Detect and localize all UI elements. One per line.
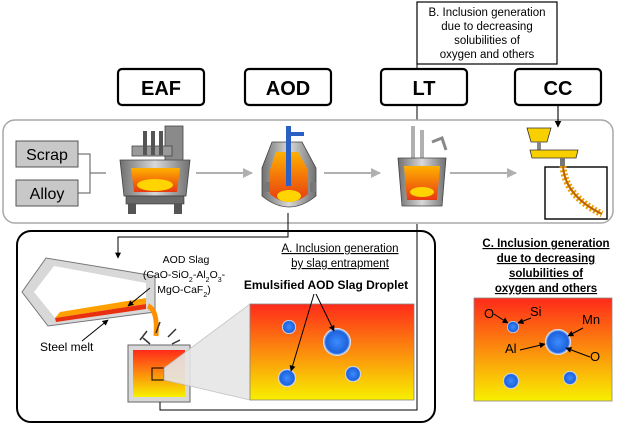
- callout-c-line-4: oxygen and others: [495, 283, 597, 295]
- inclusion-medium: [503, 373, 519, 389]
- callout-b: B. Inclusion generation due to decreasin…: [416, 1, 558, 65]
- droplet-medium: [278, 369, 296, 387]
- callout-b-line-1: B. Inclusion generation: [429, 7, 546, 19]
- callout-c-line-3: solubilities of: [509, 268, 583, 280]
- droplet-small-1: [282, 320, 296, 334]
- step-lt: LT: [379, 67, 469, 107]
- slag-pointer-arrow: [127, 287, 151, 307]
- inclusion-panel: O Si Mn Al O: [473, 297, 613, 402]
- step-aod-label: AOD: [266, 78, 310, 100]
- step-aod: AOD: [243, 67, 333, 107]
- steel-melt-pointer-arrow: [81, 319, 109, 342]
- droplet-pointer-1: [315, 293, 335, 332]
- step-lt-label: LT: [413, 78, 436, 100]
- droplet-label: Emulsified AOD Slag Droplet: [244, 278, 408, 292]
- callout-b-line-2: due to decreasing: [441, 21, 532, 33]
- input-scrap: Scrap: [15, 140, 79, 168]
- inclusion-label-al: Al: [505, 341, 517, 356]
- input-alloy-label: Alloy: [30, 186, 65, 203]
- droplet-large: [323, 328, 351, 356]
- inclusion-large: [545, 329, 571, 355]
- slag-composition-1: (CaO-SiO2-Al2O3-: [143, 269, 226, 284]
- step-cc: CC: [513, 67, 603, 107]
- inclusion-label-o-right: O: [590, 349, 600, 364]
- droplet-pointer-2: [289, 293, 315, 372]
- callout-a: A. Inclusion generation by slag entrapme…: [282, 243, 399, 270]
- aod-detail-connector: [115, 213, 289, 259]
- tilted-converter: [21, 257, 156, 327]
- step-eaf-label: EAF: [141, 78, 181, 100]
- inclusion-label-mn: Mn: [582, 312, 600, 327]
- aod-detail-box: [16, 230, 436, 423]
- cc-caster-illustration: [526, 127, 608, 220]
- lt-ladle-illustration: [397, 126, 448, 207]
- callout-c-line-2: due to decreasing: [497, 253, 595, 265]
- eaf-furnace-illustration: [119, 125, 191, 214]
- callout-a-line-2: by slag entrapment: [291, 258, 390, 270]
- step-eaf: EAF: [116, 67, 206, 107]
- inclusion-label-si: Si: [530, 304, 542, 319]
- inclusion-small-1: [507, 321, 519, 333]
- input-bracket: [78, 153, 106, 194]
- return-connector: [159, 224, 418, 411]
- callout-b-line-4: oxygen and others: [440, 49, 535, 61]
- slag-title: AOD Slag: [163, 254, 210, 266]
- slag-composition-2: MgO-CaF2): [157, 284, 211, 299]
- callout-c-line-1: C. Inclusion generation: [482, 238, 609, 250]
- steel-melt-label: Steel melt: [40, 340, 94, 354]
- step-cc-label: CC: [544, 78, 573, 100]
- callout-a-line-1: A. Inclusion generation: [282, 243, 399, 255]
- input-scrap-label: Scrap: [26, 147, 68, 164]
- droplet-small-2: [345, 366, 361, 382]
- callout-b-line-3: solubilities of: [454, 35, 521, 47]
- slag-label: AOD Slag (CaO-SiO2-Al2O3- MgO-CaF2): [143, 254, 226, 299]
- inclusion-small-2: [563, 371, 577, 385]
- inclusion-label-o-left: O: [484, 306, 494, 321]
- input-alloy: Alloy: [15, 179, 79, 207]
- aod-converter-illustration: [261, 126, 317, 208]
- callout-c: C. Inclusion generation due to decreasin…: [482, 238, 609, 295]
- slag-droplet-panel: [249, 303, 415, 401]
